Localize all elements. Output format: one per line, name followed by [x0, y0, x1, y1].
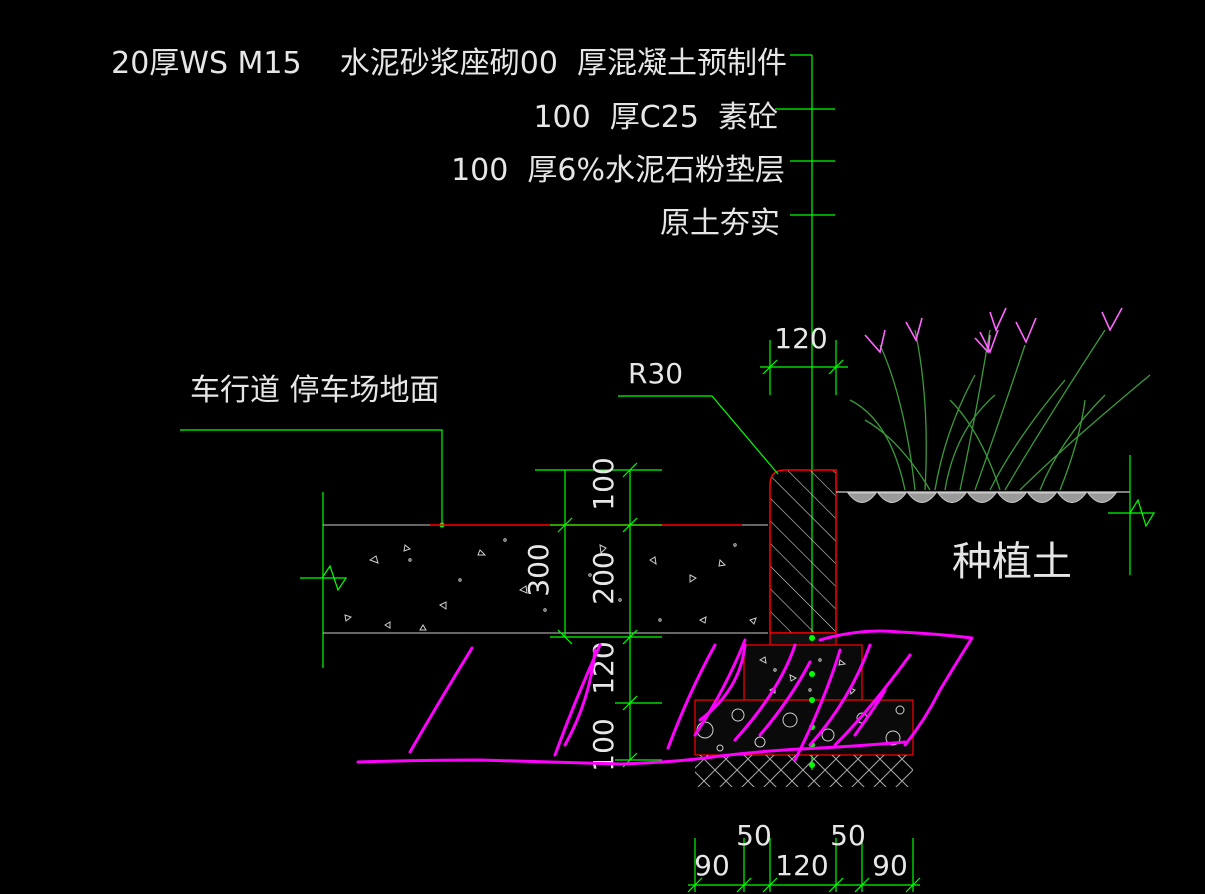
soil-break-symbol	[1108, 498, 1156, 528]
dim-pave-top: 100	[587, 457, 620, 510]
compacted-earth	[695, 755, 913, 787]
concrete-base	[694, 644, 914, 787]
dim-bottom-right-step: 50	[830, 819, 866, 852]
markup-outline	[818, 629, 974, 747]
layer-callout-group: 20厚WS M15 水泥砂浆座砌00 厚混凝土预制件 100 厚C25 素砼 1…	[111, 46, 835, 770]
curb-stone-body	[769, 469, 837, 634]
concrete-base-upper	[743, 644, 863, 701]
pavement-break-symbol	[300, 564, 348, 592]
callout-layer-1-text: 20厚WS M15 水泥砂浆座砌00 厚混凝土预制件	[111, 46, 787, 81]
dim-bottom-center: 120	[775, 849, 828, 882]
curb-width-dimension	[760, 340, 848, 395]
pavement-aggregate-dots	[344, 538, 757, 631]
dim-bottom-left-step: 50	[736, 819, 772, 852]
dim-curb-width: 120	[774, 322, 827, 355]
soil-scallops	[847, 492, 1117, 503]
dim-bottom-right-outer: 90	[872, 849, 908, 882]
planting-area: 种植土	[836, 455, 1156, 585]
dim-bottom-left-outer: 90	[694, 849, 730, 882]
callout-layer-3-text: 100 厚6%水泥石粉垫层	[451, 153, 785, 188]
dim-pave-total: 300	[522, 543, 555, 596]
radius-callout: R30	[618, 357, 779, 475]
callout-layer-4-text: 原土夯实	[660, 206, 780, 241]
ornamental-grass-icon	[849, 307, 1151, 491]
markup-freehand-strokes	[356, 629, 974, 766]
dim-pave-base: 200	[587, 551, 620, 604]
roadway-leader	[180, 429, 443, 525]
radius-label: R30	[628, 357, 683, 390]
roadway-label-group: 车行道 停车场地面	[180, 373, 445, 528]
planting-soil-label: 种植土	[952, 539, 1072, 585]
bottom-dimension-chain	[687, 838, 921, 893]
gravel-base-lower	[694, 699, 914, 756]
radius-leader	[618, 395, 779, 475]
curb-stone	[769, 469, 837, 646]
roadway-label: 车行道 停车场地面	[190, 373, 440, 408]
callout-layer-2-text: 100 厚C25 素砼	[533, 100, 778, 135]
vertical-dimension-chains	[535, 462, 662, 768]
markup-baseline	[356, 740, 907, 766]
